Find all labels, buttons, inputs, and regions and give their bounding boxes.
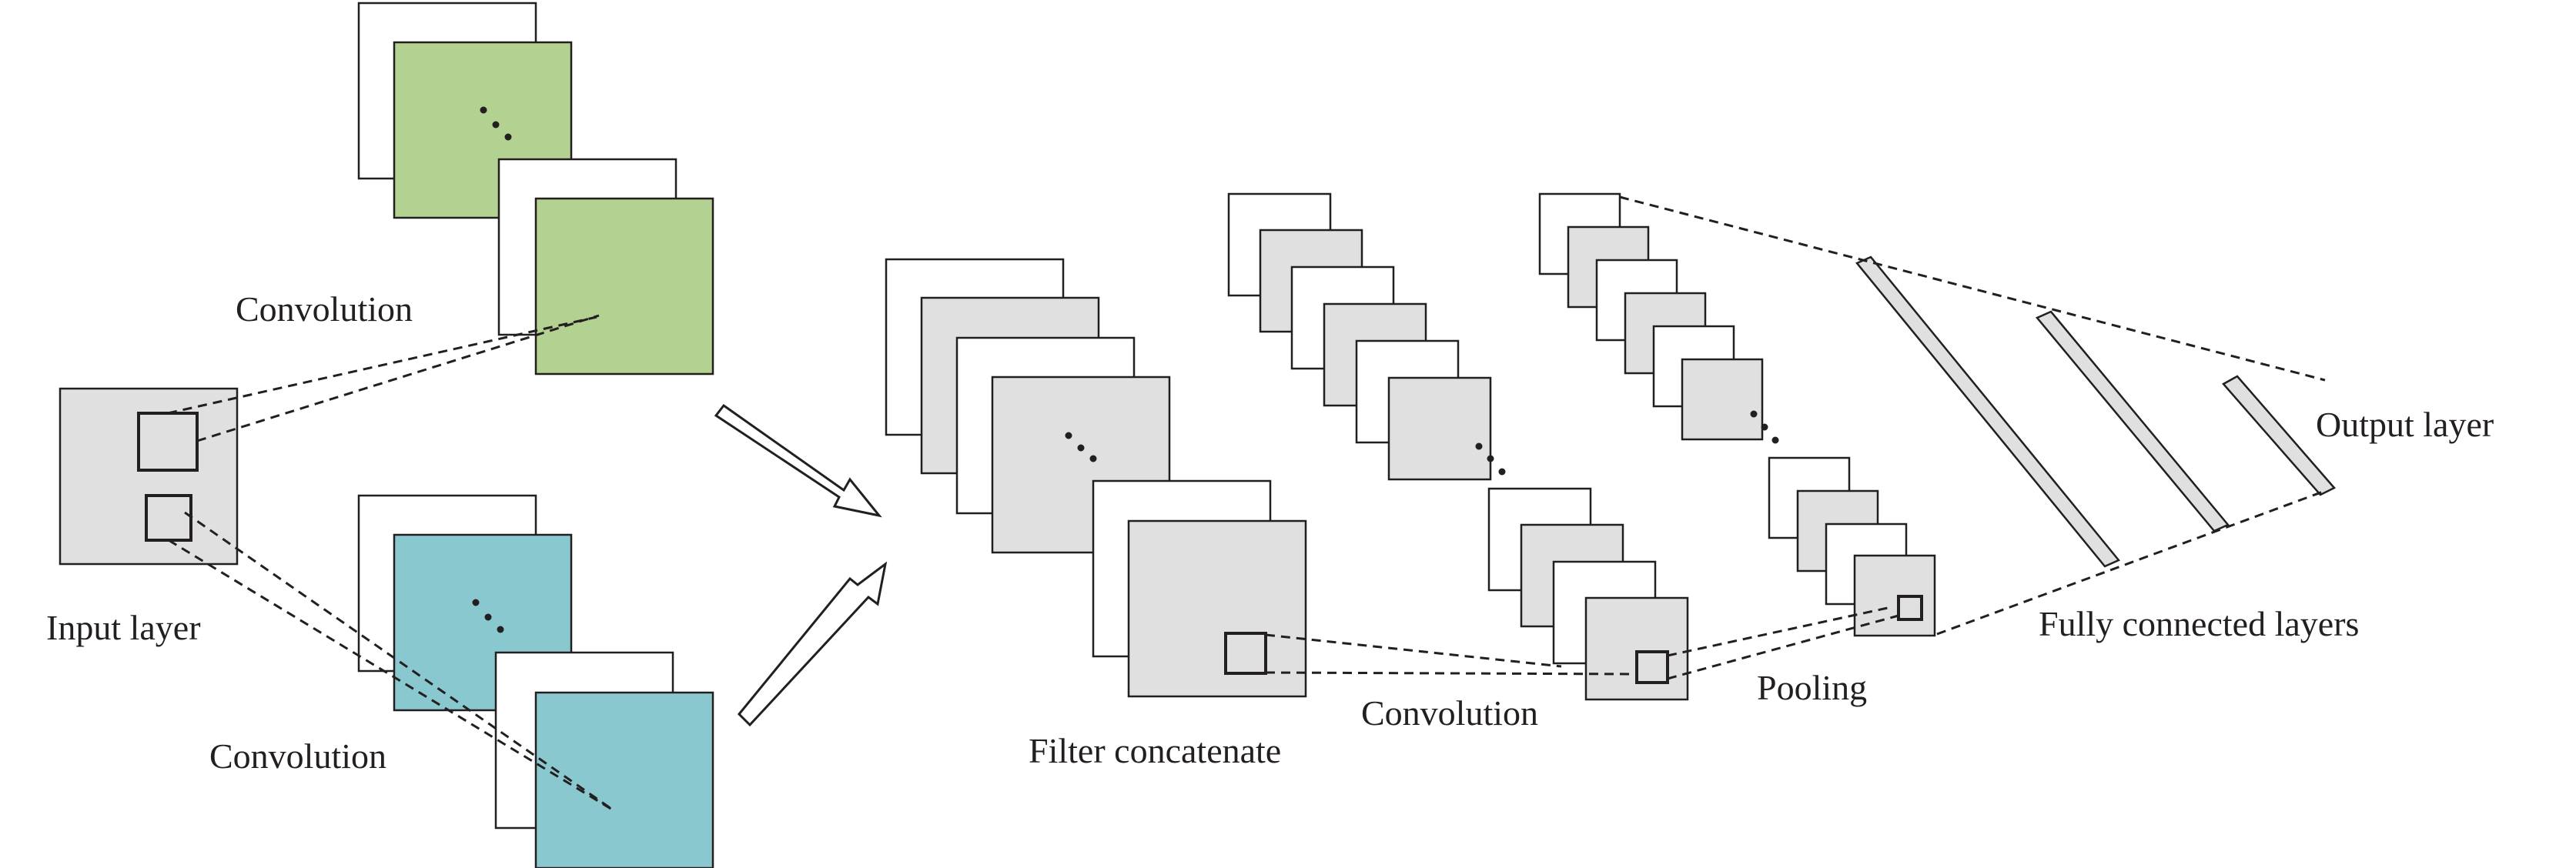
- input-layer: [59, 387, 239, 566]
- feature-map: [1584, 596, 1689, 701]
- bottom-convolution-stack: [357, 494, 714, 868]
- label-convolution-top: Convolution: [236, 289, 413, 329]
- fc-layer-1: [1855, 255, 2121, 568]
- arrow-to-concatenate-top: [714, 403, 882, 518]
- fully-connected-layers: [1855, 255, 2337, 568]
- ellipsis-dot: [1761, 423, 1768, 431]
- feature-map: [534, 691, 714, 868]
- connection-line: [1265, 633, 1562, 668]
- connection-line: [1936, 489, 2326, 636]
- ellipsis-dot: [480, 106, 487, 114]
- label-output-layer: Output layer: [2316, 405, 2494, 444]
- ellipsis-dot: [1750, 410, 1758, 418]
- receptive-field: [1224, 632, 1267, 675]
- label-fully-connected-layers: Fully connected layers: [2039, 604, 2359, 643]
- ellipsis-dot: [504, 133, 512, 141]
- connection-line: [168, 539, 617, 813]
- input-image: [59, 387, 239, 566]
- pooling-window: [1897, 595, 1923, 621]
- ellipsis-dot: [484, 613, 492, 621]
- filter-concatenate-stack: [885, 258, 1307, 698]
- feature-map: [1127, 519, 1307, 698]
- connection-line: [167, 315, 597, 415]
- connection-line: [1667, 606, 1889, 657]
- ellipsis-dot: [492, 121, 500, 129]
- label-pooling: Pooling: [1757, 668, 1867, 707]
- ellipsis-dot: [472, 599, 480, 606]
- pooling-stack: [1538, 192, 1936, 637]
- ellipsis-dot: [1771, 436, 1779, 444]
- label-convolution-bottom: Convolution: [209, 736, 386, 776]
- connection-line: [1667, 614, 1899, 680]
- ellipsis-dot: [1065, 432, 1072, 439]
- label-convolution-mid: Convolution: [1361, 693, 1538, 733]
- input-connections: [167, 314, 617, 813]
- receptive-field: [1635, 650, 1669, 684]
- ellipsis-dot: [1498, 468, 1506, 476]
- output-layer-bar: [2222, 375, 2337, 496]
- feature-map: [1387, 376, 1492, 481]
- connection-line: [1265, 671, 1638, 676]
- top-convolution-stack: [357, 2, 714, 376]
- connection-line: [1619, 195, 2326, 382]
- label-filter-concatenate: Filter concatenate: [1029, 731, 1281, 770]
- ellipsis-dot: [1089, 455, 1097, 462]
- ellipsis-dot: [1475, 442, 1483, 450]
- connection-line: [184, 511, 614, 812]
- feature-map: [534, 197, 714, 376]
- connection-line: [196, 314, 600, 442]
- arrow-to-concatenate-bottom: [737, 561, 888, 727]
- convolution-stack-mid: [1227, 192, 1689, 701]
- label-input-layer: Input layer: [46, 608, 201, 647]
- ellipsis-dot: [1487, 455, 1494, 462]
- ellipsis-dot: [497, 626, 504, 633]
- feature-map: [991, 376, 1171, 554]
- ellipsis-dot: [1077, 444, 1085, 452]
- feature-map: [1681, 358, 1764, 441]
- fc-layer-2: [2035, 310, 2230, 532]
